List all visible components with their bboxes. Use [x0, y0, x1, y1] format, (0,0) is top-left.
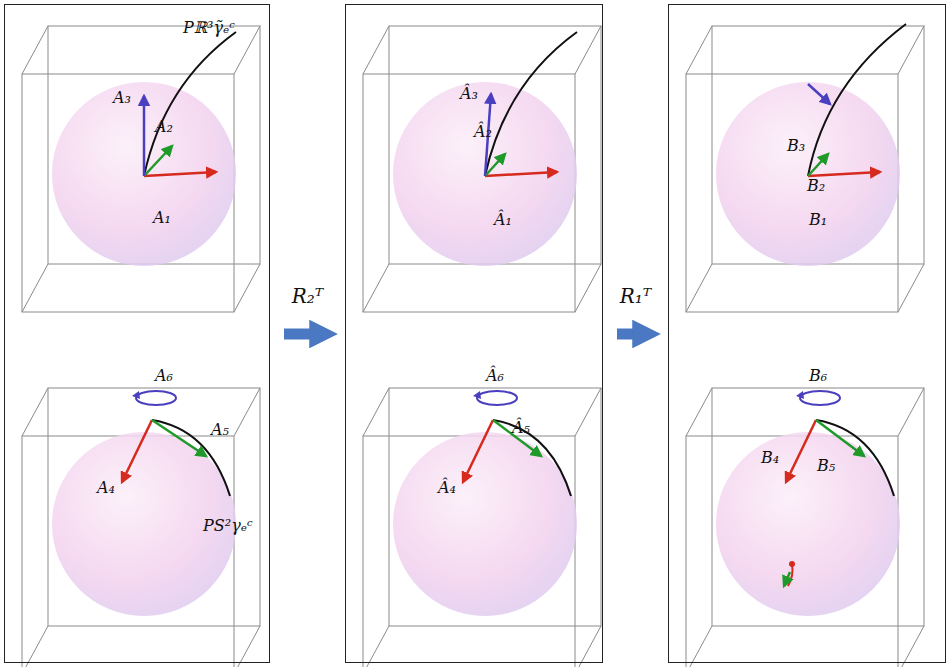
transform-label: R₂ᵀ	[292, 284, 323, 308]
frame-arrow	[144, 146, 172, 176]
rotation-head	[132, 391, 140, 399]
wire-cube	[686, 26, 924, 312]
sphere	[393, 82, 577, 266]
curve	[808, 24, 906, 176]
sphere	[52, 82, 236, 266]
curve	[485, 32, 577, 176]
figure-panel: B₃ B₂ B₁ B₆ B₅ B₄	[668, 4, 946, 663]
rotation-arrow	[136, 391, 176, 405]
vector-label: B₅	[817, 457, 835, 475]
rotation-head	[796, 391, 804, 399]
vector-label: A₅	[211, 421, 229, 439]
rotation-arrow	[477, 391, 517, 405]
panel-art	[686, 24, 924, 667]
vector-label: Â₄	[438, 479, 456, 497]
vector-label: A₁	[153, 209, 171, 227]
frame-arrow	[144, 172, 216, 176]
frame-arrow	[485, 172, 557, 176]
curve	[816, 420, 894, 496]
sphere	[393, 432, 577, 616]
frame-arrow	[786, 420, 816, 482]
rotation-arrow	[800, 391, 840, 405]
curve	[493, 420, 571, 496]
frame-arrow	[816, 420, 864, 456]
frame-arrow	[808, 172, 880, 176]
wire-cube	[686, 388, 924, 667]
vector-label: PS²γₑᶜ	[203, 517, 253, 535]
frame-arrow	[143, 96, 146, 176]
frame-arrow	[493, 420, 541, 456]
vector-label: Â₁	[494, 211, 512, 229]
vector-label: A₆	[155, 367, 173, 385]
figure-panel: Â₃ Â₂ Â₁ Â₆ Â₅ Â₄	[345, 4, 603, 663]
transform-label: R₁ᵀ	[620, 284, 651, 308]
vector-label: B₃	[787, 137, 805, 155]
vector-label: Â₃	[460, 85, 478, 103]
vector-label: Â₆	[486, 367, 504, 385]
wire-cube	[363, 388, 601, 667]
wire-cube	[363, 26, 601, 312]
vector-label: B₁	[809, 211, 827, 229]
wire-cube	[22, 26, 260, 312]
frame-arrow	[808, 84, 830, 104]
curve	[152, 420, 230, 496]
frame-arrow	[152, 420, 206, 456]
panel-art	[22, 26, 260, 667]
vector-label: B₄	[761, 449, 779, 467]
transform-arrow	[284, 329, 315, 340]
sphere	[716, 432, 900, 616]
frame-arrow	[485, 154, 505, 176]
vector-label: A₃	[113, 89, 131, 107]
vector-label: A₂	[155, 118, 173, 136]
vector-label: B₆	[809, 367, 827, 385]
transform-arrow	[617, 329, 638, 340]
curve	[144, 32, 236, 176]
rotation-head	[473, 391, 481, 399]
vector-label: B₂	[807, 177, 825, 195]
vector-label: Â₂	[474, 123, 492, 141]
frame-arrow	[784, 572, 790, 586]
wire-cube	[22, 388, 260, 667]
vector-label: Â₅	[512, 419, 530, 437]
vector-label: Pℝ³γ̃ₑᶜ	[183, 19, 235, 37]
panel-art	[363, 26, 601, 667]
frame-arrow	[122, 420, 152, 482]
frame-arrow	[808, 154, 828, 176]
frame-arrow	[463, 420, 493, 482]
figure-panel: Pℝ³γ̃ₑᶜA₃ A₂ A₁ A₆ A₅ A₄ PS²γₑᶜ	[4, 4, 270, 663]
vector-label: A₄	[97, 479, 115, 497]
